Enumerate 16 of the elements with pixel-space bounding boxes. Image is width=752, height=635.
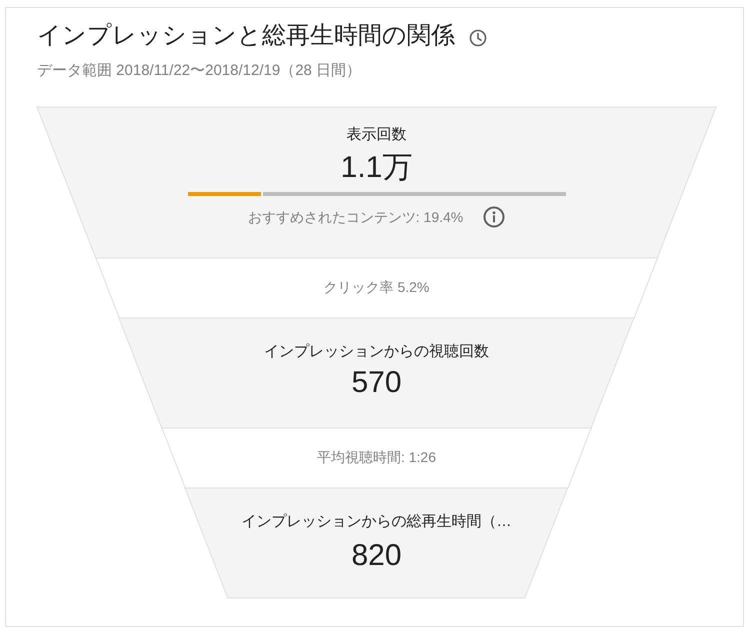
funnel-segment [162,428,592,488]
metric-label: インプレッションからの視聴回数 [264,343,489,361]
title: インプレッションと総再生時間の関係 [37,22,455,51]
metric-value: 1.1万 [340,150,412,186]
funnel-segment [185,488,568,598]
subtitle: データ範囲 2018/11/22〜2018/12/19（28 日間） [37,62,362,80]
metric-label: クリック率 5.2% [324,278,430,296]
metric-value: 820 [351,538,402,574]
metric-label: 表示回数 [346,126,406,144]
metric-value: 570 [351,365,402,401]
funnel-segment [37,107,716,258]
funnel-segment [96,258,658,318]
metric-label: 平均視聴時間: 1:26 [316,448,436,466]
note-text: おすすめされたコンテンツ: 19.4% [248,208,464,226]
metric-label: インプレッションからの総再生時間（… [241,513,512,531]
funnel-segment [119,318,634,428]
